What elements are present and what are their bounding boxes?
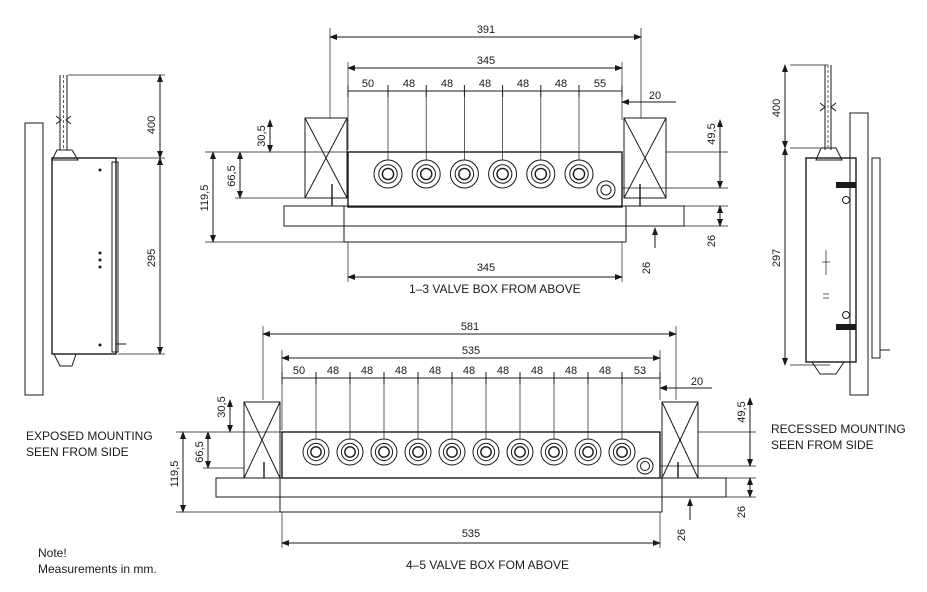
dim-box13-pitch: 48 [517, 78, 529, 90]
dim-box45-pitch: 48 [531, 365, 543, 377]
dim-exposed-top: 400 [146, 116, 158, 134]
dim-box45-top-left: 30,5 [216, 396, 228, 417]
valve-icon [488, 91, 518, 189]
dim-box13-overall: 391 [477, 24, 495, 36]
valve-icon [302, 378, 330, 466]
dim-box45-pitch: 48 [395, 365, 407, 377]
caption-recessed-2: SEEN FROM SIDE [771, 438, 874, 452]
dim-box13-top-left: 30,5 [256, 125, 268, 146]
dim-box45-pitch: 48 [361, 365, 373, 377]
dim-box45-pitch: 48 [327, 365, 339, 377]
dim-box45-height-left: 119,5 [169, 461, 181, 488]
air-vent-icon [596, 180, 616, 200]
dim-box13-inner: 345 [477, 55, 495, 67]
dim-box13-bottom-tag: 26 [641, 262, 653, 274]
dim-box13-height-left: 119,5 [199, 185, 211, 212]
valve-icon [373, 91, 403, 189]
valve-icon [472, 378, 500, 466]
note-title: Note! [38, 546, 67, 560]
mounting-bracket [836, 182, 856, 188]
recessed-mounting-view: 400 297 [771, 64, 890, 396]
dim-box45-inner: 535 [462, 345, 480, 357]
dim-box13-bottom: 345 [477, 262, 495, 274]
dim-box13-pitch-first: 50 [362, 78, 374, 90]
valve-row [302, 378, 636, 466]
dim-box45-top-right: 49,5 [736, 401, 748, 422]
dim-box13-top-right: 49,5 [706, 123, 718, 144]
dim-box45-mid-left: 66,5 [194, 441, 206, 462]
caption-box-4-5: 4–5 VALVE BOX FOM ABOVE [406, 558, 569, 572]
mounting-bracket [836, 324, 856, 330]
dim-box13-mid-left: 66,5 [226, 165, 238, 186]
dim-box45-pitch: 48 [599, 365, 611, 377]
valve-icon [449, 91, 479, 189]
caption-exposed-2: SEEN FROM SIDE [26, 445, 129, 459]
valve-box-side [51, 157, 117, 355]
valve-icon [608, 378, 636, 466]
caption-exposed-1: EXPOSED MOUNTING [26, 429, 153, 443]
valve-box-side [805, 157, 857, 363]
dim-box45-pitch-last: 53 [634, 365, 646, 377]
valve-icon [370, 378, 398, 466]
dim-box13-pitch: 48 [479, 78, 491, 90]
valve-box-1-3-view: 391 345 50 48 48 48 48 48 55 20 [199, 24, 728, 282]
caption-box-1-3: 1–3 VALVE BOX FROM ABOVE [409, 282, 581, 296]
note-text: Measurements in mm. [38, 562, 157, 576]
valve-icon [506, 378, 534, 466]
dim-box45-pitch: 48 [463, 365, 475, 377]
valve-icon [336, 378, 364, 466]
valve-box-4-5-view: 581 535 50 48 48 48 48 48 48 48 48 48 53… [169, 321, 756, 548]
dim-box45-overall: 581 [461, 321, 479, 333]
dim-box13-pitch: 48 [403, 78, 415, 90]
valve-box-body [347, 151, 623, 208]
dim-exposed-height: 295 [146, 249, 158, 267]
dim-box45-bottom-tag: 26 [676, 529, 688, 541]
air-vent-icon [636, 457, 654, 475]
valve-icon [564, 91, 594, 189]
floor-rail [215, 477, 727, 498]
valve-row [373, 91, 594, 189]
dim-box45-bottom: 535 [462, 528, 480, 540]
valve-icon [438, 378, 466, 466]
exposed-mounting-view: 400 295 [24, 74, 165, 396]
dim-recessed-height: 297 [771, 249, 783, 267]
valve-icon [540, 378, 568, 466]
valve-icon [574, 378, 602, 466]
dim-box45-bottom-right: 26 [736, 506, 748, 518]
dim-box45-pitch-first: 50 [293, 365, 305, 377]
dim-box45-right-offset: 20 [691, 376, 703, 388]
dim-box13-bottom-right: 26 [706, 235, 718, 247]
wall-hatch [849, 112, 869, 396]
dim-box13-pitch: 48 [441, 78, 453, 90]
wall-hatch [24, 122, 44, 396]
dim-box45-pitch: 48 [565, 365, 577, 377]
dim-box45-pitch: 48 [429, 365, 441, 377]
valve-box-body [281, 431, 661, 479]
pipe-break-icon [819, 102, 837, 112]
valve-icon [411, 91, 441, 189]
dim-box13-pitch-last: 55 [594, 78, 606, 90]
dim-box13-right-offset: 20 [649, 90, 661, 102]
pipe-break-icon [55, 115, 72, 125]
dim-box45-pitch: 48 [497, 365, 509, 377]
dim-recessed-top: 400 [771, 99, 783, 117]
caption-recessed-1: RECESSED MOUNTING [771, 422, 906, 436]
dim-box13-pitch: 48 [555, 78, 567, 90]
valve-icon [526, 91, 556, 189]
valve-icon [404, 378, 432, 466]
